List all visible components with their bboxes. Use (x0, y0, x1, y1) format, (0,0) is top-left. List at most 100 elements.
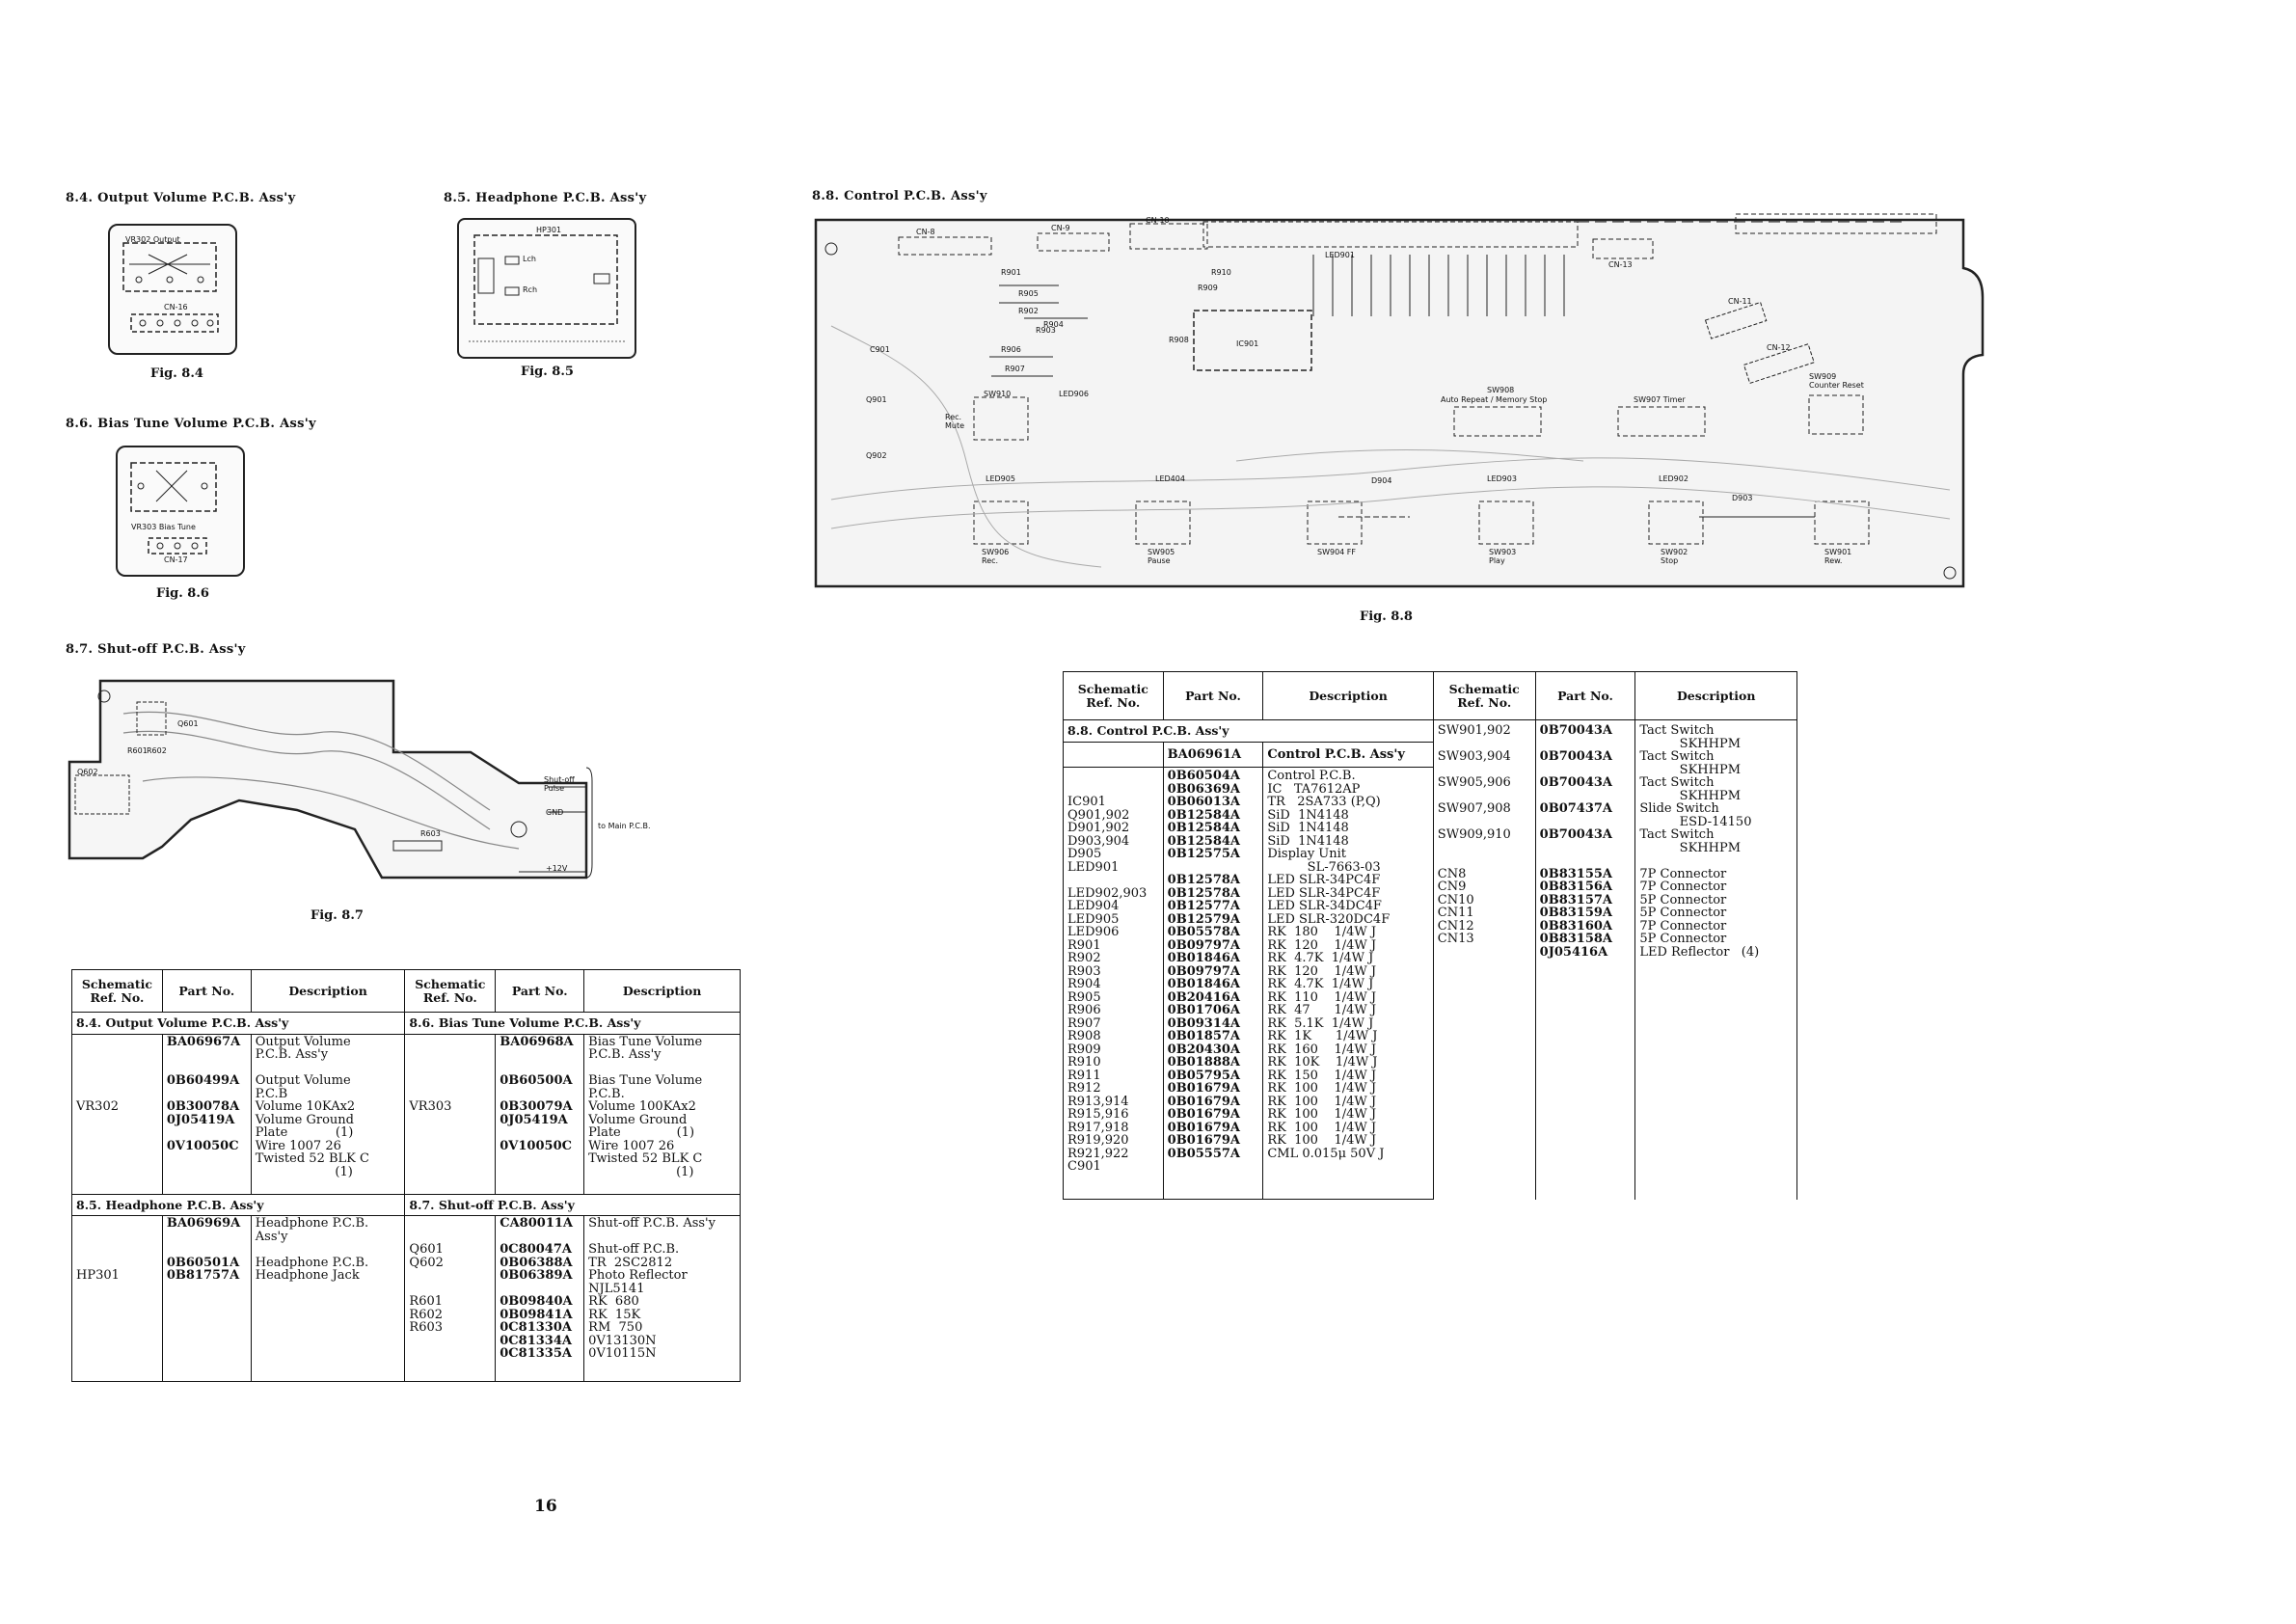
fig86-label-vr303: VR303 Bias Tune (131, 523, 196, 531)
fig84-pcb-drawing: VR302 Output CN-16 (108, 224, 237, 355)
table-cell-line: 0B12584A (1167, 807, 1241, 823)
table-cell-line: 0B12577A (1167, 899, 1241, 913)
table-cell-line: 0J05416A (1539, 944, 1608, 960)
table-cell-line: 7P Connector (1639, 880, 1727, 894)
fig88-label-cn9: CN-9 (1051, 224, 1070, 232)
table-cell-line (409, 1283, 491, 1296)
table-cell-line (1067, 783, 1159, 797)
table-cell-line (167, 1243, 247, 1257)
table-cell-line: D905 (1067, 847, 1102, 861)
table-cell-line: LED SLR-34PC4F (1267, 885, 1381, 901)
fig88-label-r905: R905 (1018, 289, 1039, 298)
table-cell-line (588, 1231, 736, 1244)
fig85-title: 8.5. Headphone P.C.B. Ass'y (444, 191, 647, 205)
table-cell-line: 0B83157A (1539, 892, 1613, 907)
table-cell-line: Plate (1) (588, 1125, 695, 1140)
table-cell-line: 0B70043A (1539, 775, 1613, 790)
fig87-label-q601: Q601 (177, 719, 199, 728)
table-cell-line: Plate (1) (255, 1125, 354, 1140)
table-cell-line: TR 2SC2812 (588, 1255, 673, 1270)
table-cell-line: SW907,908 (1437, 801, 1511, 816)
header-ref-no: Schematic Ref. No. (404, 969, 497, 1013)
fig84-label-vr302: VR302 Output (125, 235, 180, 244)
table-cell-line: R912 (1067, 1081, 1101, 1096)
fig86-title: 8.6. Bias Tune Volume P.C.B. Ass'y (66, 417, 316, 431)
table-cell-line: 0B06388A (500, 1255, 573, 1270)
fig88-label-sw905: SW905 Pause (1148, 548, 1175, 565)
table-cell-line (76, 1243, 158, 1257)
fig88-label-sw907: SW907 Timer (1634, 395, 1686, 404)
table-cell-line: BA06967A (166, 1034, 241, 1049)
table-cell-line: 0B06369A (1167, 781, 1241, 797)
header-description: Description (583, 969, 741, 1013)
table-cell-line (1540, 985, 1632, 998)
table-cell-line: RK 100 1/4W J (1267, 1107, 1377, 1122)
table-cell-line: 0B20416A (1167, 989, 1241, 1005)
table-cell-line: LED904 (1067, 899, 1120, 913)
table-cell-line (409, 1152, 491, 1166)
table-cell-line: R602 (409, 1307, 444, 1322)
section-heading-8-6: 8.6. Bias Tune Volume P.C.B. Ass'y (404, 1012, 741, 1035)
table-cell-line: Photo Reflector (588, 1268, 688, 1283)
table-cell-line: 0B06013A (1167, 795, 1241, 809)
table-cell-line: Headphone P.C.B. (255, 1255, 369, 1270)
table-cell-line (1438, 764, 1531, 777)
fig88-label-r903: R903 (1036, 326, 1056, 335)
header-part-no: Part No. (161, 969, 252, 1013)
table-cell-line: 0B06389A (500, 1268, 573, 1283)
table-cell-line (500, 1166, 580, 1179)
table-cell-line: LED905 (1067, 911, 1120, 927)
table-cell-line (1540, 790, 1632, 803)
table-cell-line: Volume 100KAx2 (588, 1099, 696, 1114)
table-cell-line: RK 100 1/4W J (1267, 1133, 1377, 1148)
fig84-title: 8.4. Output Volume P.C.B. Ass'y (66, 191, 296, 205)
fig88-label-led903: LED903 (1487, 474, 1517, 483)
table-cell-line: 0C81334A (500, 1333, 572, 1348)
table-cell-line (1540, 959, 1632, 972)
parts-table-left: Schematic Ref. No. Part No. Description … (70, 969, 741, 1382)
table-cell-line: R904 (1067, 977, 1101, 991)
table-cell-line: 0B70043A (1539, 827, 1613, 842)
table-cell-line: RK 120 1/4W J (1267, 937, 1377, 953)
fig86-caption: Fig. 8.6 (156, 586, 209, 601)
table-cell-line: TR 2SA733 (P,Q) (1267, 795, 1381, 809)
table-cell-line: Bias Tune Volume (588, 1034, 703, 1049)
fig88-label-cn8: CN-8 (916, 228, 935, 236)
table-cell-line: LED Reflector (4) (1639, 944, 1760, 960)
table-cell-line: P.C.B. (588, 1086, 625, 1101)
table-cell-line (167, 1166, 247, 1179)
fig88-label-sw909: SW909 Counter Reset (1809, 372, 1864, 390)
fig88-label-d903: D903 (1732, 494, 1753, 502)
table-cell-line: Twisted 52 BLK C (255, 1151, 369, 1166)
table-cell-line: 0B05795A (1167, 1068, 1241, 1083)
fig88-pcb-drawing: CN-8 CN-9 CN-10 LED901 CN-13 CN-11 CN-12… (812, 210, 1985, 594)
table-cell-line (409, 1217, 491, 1231)
table-cell-line: SKHHPM (1639, 840, 1742, 855)
fig88-label-auto-repeat: Auto Repeat / Memory Stop (1441, 395, 1548, 404)
table-cell-line: RK 680 (588, 1294, 639, 1309)
fig88-label-sw908: SW908 (1487, 386, 1515, 394)
table-cell-line: P.C.B. Ass'y (255, 1047, 329, 1062)
table-cell-line: C901 (1067, 1159, 1101, 1174)
table-cell-line: RK 1K 1/4W J (1267, 1029, 1378, 1043)
table-cell-line: 5P Connector (1639, 906, 1727, 920)
table-cell-line: 0B09840A (500, 1294, 573, 1309)
table-cell-line: Wire 1007 26 (588, 1138, 675, 1153)
table-cell-line: 5P Connector (1639, 892, 1727, 907)
table-cell-line: RK 100 1/4W J (1267, 1081, 1377, 1096)
table-cell-line: Twisted 52 BLK C (588, 1151, 703, 1166)
table-cell-line: 0C81335A (500, 1346, 572, 1361)
fig88-label-sw910: SW910 (984, 390, 1012, 398)
table-cell-line: 0B60501A (166, 1255, 240, 1270)
table-cell-line (409, 1074, 491, 1088)
table-cell-line (1639, 854, 1793, 868)
table-cell-line: 0B05557A (1167, 1146, 1241, 1161)
table-cell-line: Output Volume (255, 1073, 351, 1088)
table-cell-line: R909 (1067, 1042, 1101, 1057)
fig88-title: 8.8. Control P.C.B. Ass'y (812, 189, 987, 203)
table-cell-line: 0B12584A (1167, 821, 1241, 835)
table-cell-line: 0B70043A (1539, 749, 1613, 764)
table-cell-line: Volume Ground (588, 1112, 688, 1127)
